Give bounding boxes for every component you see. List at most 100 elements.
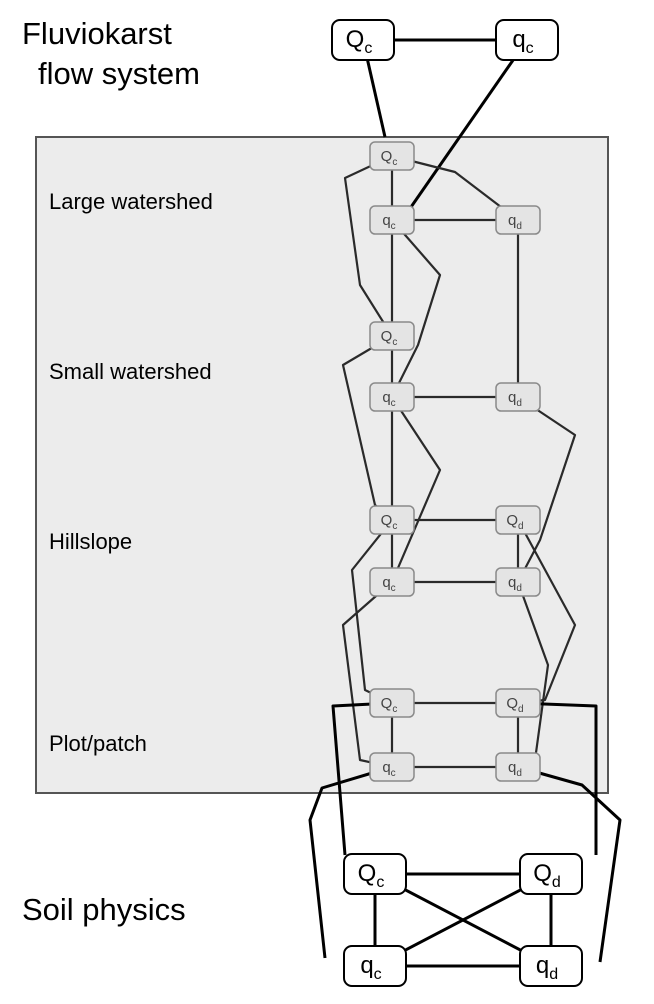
node-symbol: Q bbox=[506, 512, 518, 529]
node-symbol: q bbox=[382, 759, 390, 776]
node-label: Qc bbox=[381, 148, 398, 168]
node-box bbox=[343, 853, 407, 895]
connection-line-29 bbox=[517, 701, 598, 855]
scale-label-small-watershed: Small watershed bbox=[49, 359, 212, 384]
node-sp-qd: qd bbox=[519, 945, 583, 987]
fluviokarst-title-line2: flow system bbox=[38, 56, 200, 91]
node-symbol: q bbox=[508, 389, 516, 406]
fluviokarst-title: Fluviokarst flow system bbox=[22, 14, 200, 94]
node-label: qd bbox=[536, 952, 558, 983]
node-symbol: Q bbox=[381, 148, 393, 165]
node-symbol: q bbox=[508, 574, 516, 591]
node-subscript: d bbox=[516, 583, 522, 594]
node-pp-qc: qc bbox=[369, 752, 415, 782]
node-subscript: d bbox=[516, 768, 522, 779]
node-label: qc bbox=[512, 26, 533, 57]
soil-physics-title: Soil physics bbox=[22, 892, 186, 927]
node-subscript: c bbox=[526, 40, 534, 57]
node-label: qc bbox=[360, 952, 381, 983]
node-subscript: c bbox=[392, 157, 397, 168]
node-sp-qd: Qd bbox=[519, 853, 583, 895]
node-label: qc bbox=[382, 212, 395, 232]
node-pp-qd: qd bbox=[495, 752, 541, 782]
node-symbol: q bbox=[360, 952, 373, 979]
node-symbol: q bbox=[382, 574, 390, 591]
node-hs-qd: qd bbox=[495, 567, 541, 597]
connection-line-31 bbox=[517, 765, 622, 963]
node-subscript: d bbox=[516, 221, 522, 232]
node-symbol: q bbox=[536, 952, 549, 979]
node-subscript: c bbox=[391, 398, 396, 409]
connection-line-30 bbox=[308, 765, 393, 959]
node-subscript: d bbox=[518, 704, 524, 715]
node-box bbox=[369, 205, 415, 235]
node-pp-qc: Qc bbox=[369, 688, 415, 718]
node-subscript: d bbox=[516, 398, 522, 409]
node-sp-qc: qc bbox=[343, 945, 407, 987]
node-box bbox=[495, 382, 541, 412]
node-symbol: q bbox=[382, 212, 390, 229]
node-box bbox=[369, 567, 415, 597]
node-symbol: q bbox=[508, 759, 516, 776]
node-box bbox=[369, 141, 415, 171]
node-pp-qd: Qd bbox=[495, 688, 541, 718]
node-box bbox=[495, 752, 541, 782]
node-lw-qc: Qc bbox=[369, 141, 415, 171]
node-sw-qd: qd bbox=[495, 382, 541, 412]
node-hs-qc: qc bbox=[369, 567, 415, 597]
node-box bbox=[369, 505, 415, 535]
node-box bbox=[343, 945, 407, 987]
connection-line-6 bbox=[343, 155, 393, 337]
node-box bbox=[495, 505, 541, 535]
node-label: Qc bbox=[381, 512, 398, 532]
node-label: Qd bbox=[533, 860, 561, 891]
node-symbol: q bbox=[382, 389, 390, 406]
node-sw-qc: qc bbox=[369, 382, 415, 412]
node-subscript: d bbox=[518, 521, 524, 532]
connection-line-2 bbox=[400, 39, 529, 221]
node-label: Qc bbox=[346, 26, 373, 57]
node-label: qc bbox=[382, 574, 395, 594]
node-label: qd bbox=[508, 389, 522, 409]
node-box bbox=[369, 688, 415, 718]
node-hs-qc: Qc bbox=[369, 505, 415, 535]
node-symbol: Q bbox=[358, 860, 377, 887]
node-subscript: c bbox=[391, 768, 396, 779]
node-label: Qc bbox=[358, 860, 385, 891]
connection-line-14 bbox=[390, 396, 442, 583]
node-subscript: d bbox=[552, 874, 561, 891]
node-label: qc bbox=[382, 759, 395, 779]
node-subscript: c bbox=[364, 40, 372, 57]
node-symbol: Q bbox=[533, 860, 552, 887]
node-box bbox=[519, 853, 583, 895]
node-subscript: c bbox=[374, 966, 382, 983]
node-symbol: Q bbox=[506, 695, 518, 712]
node-subscript: c bbox=[392, 521, 397, 532]
node-hs-qd: Qd bbox=[495, 505, 541, 535]
node-top-qc: qc bbox=[495, 19, 559, 61]
scale-label-hillslope: Hillslope bbox=[49, 529, 133, 554]
node-top-qc: Qc bbox=[331, 19, 395, 61]
node-symbol: Q bbox=[381, 328, 393, 345]
node-label: Qd bbox=[506, 695, 523, 715]
scale-panel bbox=[35, 136, 609, 794]
node-symbol: Q bbox=[381, 512, 393, 529]
node-subscript: c bbox=[391, 221, 396, 232]
fluviokarst-title-line1: Fluviokarst bbox=[22, 16, 172, 51]
node-subscript: c bbox=[392, 337, 397, 348]
node-label: qd bbox=[508, 574, 522, 594]
node-lw-qd: qd bbox=[495, 205, 541, 235]
node-sp-qc: Qc bbox=[343, 853, 407, 895]
node-box bbox=[369, 382, 415, 412]
node-sw-qc: Qc bbox=[369, 321, 415, 351]
node-box bbox=[495, 567, 541, 597]
node-box bbox=[369, 752, 415, 782]
node-symbol: q bbox=[512, 26, 525, 53]
node-label: qc bbox=[382, 389, 395, 409]
node-box bbox=[519, 945, 583, 987]
node-subscript: d bbox=[549, 966, 558, 983]
node-box bbox=[495, 19, 559, 61]
